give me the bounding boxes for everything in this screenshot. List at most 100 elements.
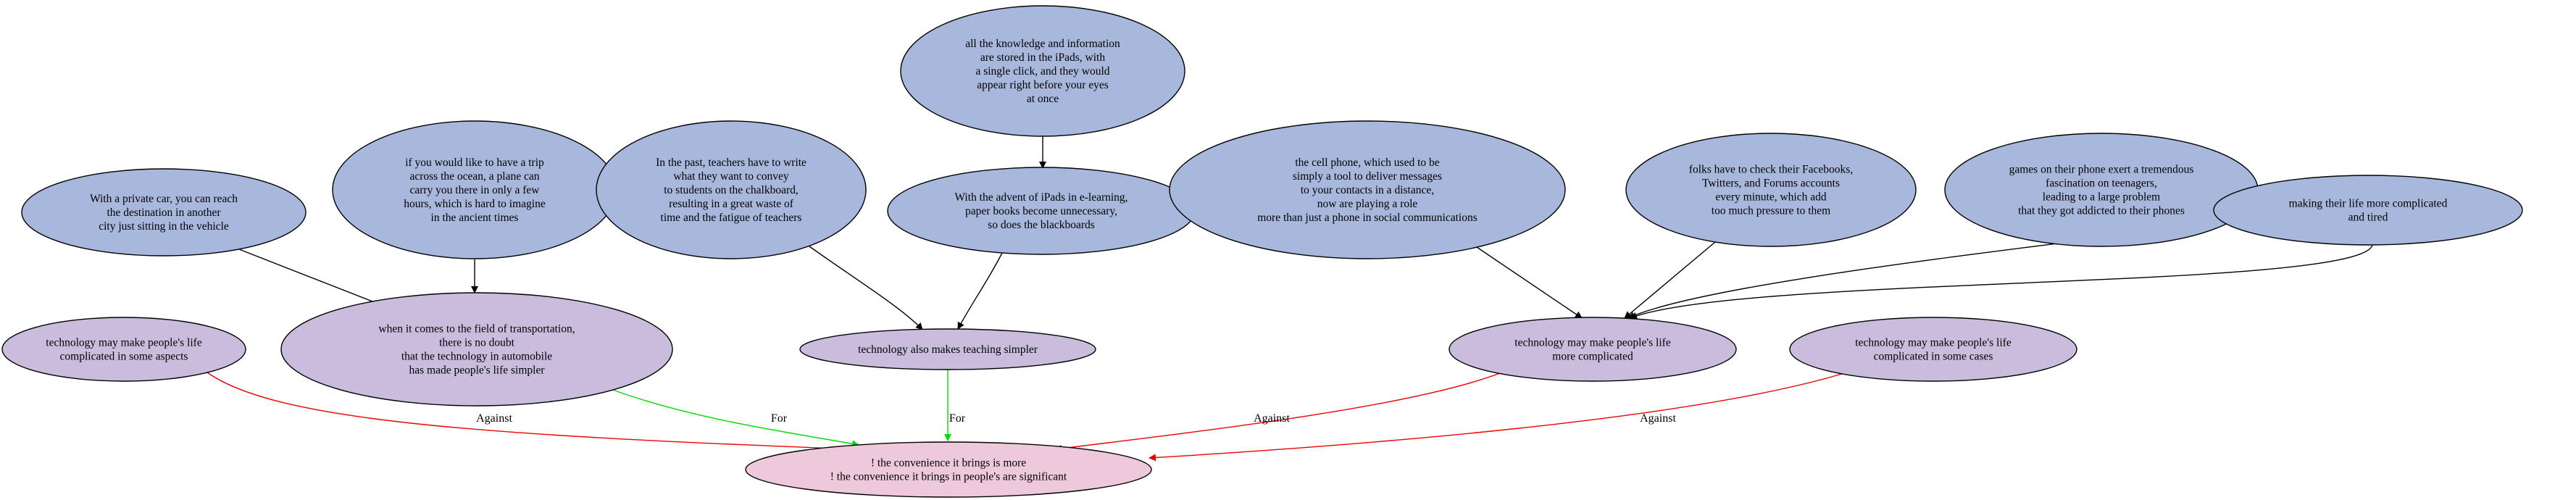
evidence-ellipse bbox=[1169, 120, 1566, 259]
node-text-line: at once bbox=[1027, 93, 1059, 105]
evidence-ellipse bbox=[1944, 133, 2259, 247]
edge-support bbox=[1630, 244, 2373, 320]
node-text-line: city just sitting in the vehicle bbox=[99, 220, 229, 233]
node-text-line: are stored in the iPads, with bbox=[980, 51, 1105, 64]
edge-for: For bbox=[944, 370, 966, 441]
node-text-line: time and the fatigue of teachers bbox=[661, 212, 802, 224]
edge-against: Against bbox=[1054, 372, 1501, 452]
node-text-line: too much pressure to them bbox=[1712, 205, 1830, 217]
node-text-line: carry you there in only a few bbox=[409, 184, 540, 196]
node-text-line: leading to a large problem bbox=[2043, 191, 2160, 204]
node-text-line: there is no doubt bbox=[439, 337, 514, 349]
edge-line bbox=[1054, 372, 1501, 452]
edge-line bbox=[1476, 246, 1583, 319]
node-text-line: now are playing a role bbox=[1317, 198, 1418, 210]
node-text-line: games on their phone exert a tremendous bbox=[2009, 164, 2194, 176]
node-text-line: complicated in some cases bbox=[1874, 351, 1993, 363]
evidence-ellipse bbox=[900, 5, 1185, 137]
edge-label: Against bbox=[476, 412, 512, 425]
edge-line bbox=[1624, 241, 1716, 319]
node-text-line: a single click, and they would bbox=[975, 65, 1109, 78]
node-text-line: making their life more complicated bbox=[2289, 198, 2448, 210]
edge-support bbox=[957, 251, 1004, 330]
node-text-line: across the ocean, a plane can bbox=[409, 170, 539, 183]
node-text-line: to your contacts in a distance, bbox=[1301, 184, 1434, 196]
node-text-line: more than just a phone in social communi… bbox=[1257, 212, 1477, 224]
edge-label: Against bbox=[1254, 412, 1290, 425]
evidence-ellipse bbox=[596, 120, 867, 259]
edge-against: Against bbox=[1149, 372, 1845, 462]
node-text-line: In the past, teachers have to write bbox=[656, 157, 806, 169]
edge-for: For bbox=[612, 389, 859, 448]
node-text-line: ! the convenience it brings is more bbox=[871, 457, 1026, 470]
edge-support bbox=[1627, 243, 2058, 319]
evidence-ellipse bbox=[1625, 133, 1917, 247]
node-text-line: when it comes to the field of transporta… bbox=[378, 323, 575, 336]
node-text-line: if you would like to have a trip bbox=[405, 157, 544, 169]
node-text-line: technology may make people's life bbox=[46, 337, 202, 349]
node-text-line: simply a tool to deliver messages bbox=[1293, 170, 1442, 183]
node-text-line: every minute, which add bbox=[1715, 191, 1826, 204]
node-text-line: what they want to convey bbox=[673, 170, 789, 183]
node-text-line: to students on the chalkboard, bbox=[664, 184, 799, 196]
node-text-line: paper books become unnecessary, bbox=[965, 205, 1117, 217]
edges-layer: Against For For Against Against bbox=[207, 136, 2373, 462]
edge-line bbox=[1630, 244, 2373, 320]
node-complicated-cases: technology may make people's lifecomplic… bbox=[1789, 317, 2077, 382]
node-transportation: when it comes to the field of transporta… bbox=[280, 292, 673, 407]
node-text-line: that they got addicted to their phones bbox=[2018, 205, 2185, 217]
edge-line bbox=[1627, 243, 2058, 319]
node-text-line: ! the convenience it brings in people's … bbox=[830, 471, 1067, 483]
claim-ellipse bbox=[799, 328, 1096, 370]
node-text-line: Twitters, and Forums accounts bbox=[1702, 178, 1840, 190]
node-text-line: and tired bbox=[2348, 212, 2388, 224]
claim-ellipse bbox=[280, 292, 673, 407]
edge-line bbox=[238, 249, 390, 309]
node-text-line: With a private car, you can reach bbox=[90, 193, 238, 205]
node-text-line: complicated in some aspects bbox=[60, 351, 188, 363]
evidence-ellipse bbox=[21, 168, 307, 257]
edge-line bbox=[207, 372, 857, 453]
claim-ellipse bbox=[1449, 317, 1737, 382]
node-games-phone: games on their phone exert a tremendous f… bbox=[1944, 133, 2259, 247]
node-text-line: appear right before your eyes bbox=[977, 79, 1109, 91]
edge-label: For bbox=[771, 412, 788, 425]
node-text-line: more complicated bbox=[1552, 351, 1633, 363]
node-text-line: so does the blackboards bbox=[988, 219, 1095, 231]
edge-line bbox=[809, 246, 923, 330]
node-text-line: has made people's life simpler bbox=[409, 364, 545, 377]
node-text-line: the destination in another bbox=[107, 207, 221, 219]
node-text-line: in the ancient times bbox=[431, 212, 519, 224]
node-text-line: technology also makes teaching simpler bbox=[858, 343, 1038, 356]
claim-ellipse bbox=[1789, 317, 2077, 382]
node-teachers-past: In the past, teachers have to writewhat … bbox=[596, 120, 867, 259]
edge-line bbox=[1149, 372, 1845, 462]
edge-support bbox=[1624, 241, 1716, 319]
edge-line bbox=[612, 389, 859, 448]
node-text-line: hours, which is hard to imagine bbox=[404, 198, 546, 210]
edge-against: Against bbox=[207, 372, 857, 453]
edge-support bbox=[809, 246, 923, 330]
node-ipads-elearning: With the advent of iPads in e-learning,p… bbox=[887, 167, 1196, 255]
node-text-line: fascination on teenagers, bbox=[2046, 178, 2157, 190]
node-text-line: that the technology in automobile bbox=[401, 351, 552, 363]
edge-label: Against bbox=[1640, 412, 1676, 425]
node-folks-facebook: folks have to check their Facebooks, Twit… bbox=[1625, 133, 1917, 247]
edge-support bbox=[1476, 246, 1583, 319]
edge-label: For bbox=[949, 412, 966, 425]
edge-support bbox=[238, 249, 390, 309]
node-teaching-simpler: technology also makes teaching simpler bbox=[799, 328, 1096, 370]
node-complicated-aspects: technology may make people's life complic… bbox=[1, 317, 246, 382]
root-ellipse bbox=[745, 441, 1152, 498]
node-life-tired: making their life more complicated and ti… bbox=[2213, 175, 2523, 246]
node-text-line: the cell phone, which used to be bbox=[1295, 157, 1439, 169]
node-private-car: With a private car, you can reach the des… bbox=[21, 168, 307, 257]
claim-ellipse bbox=[1, 317, 246, 382]
node-text-line: folks have to check their Facebooks, bbox=[1689, 164, 1853, 176]
